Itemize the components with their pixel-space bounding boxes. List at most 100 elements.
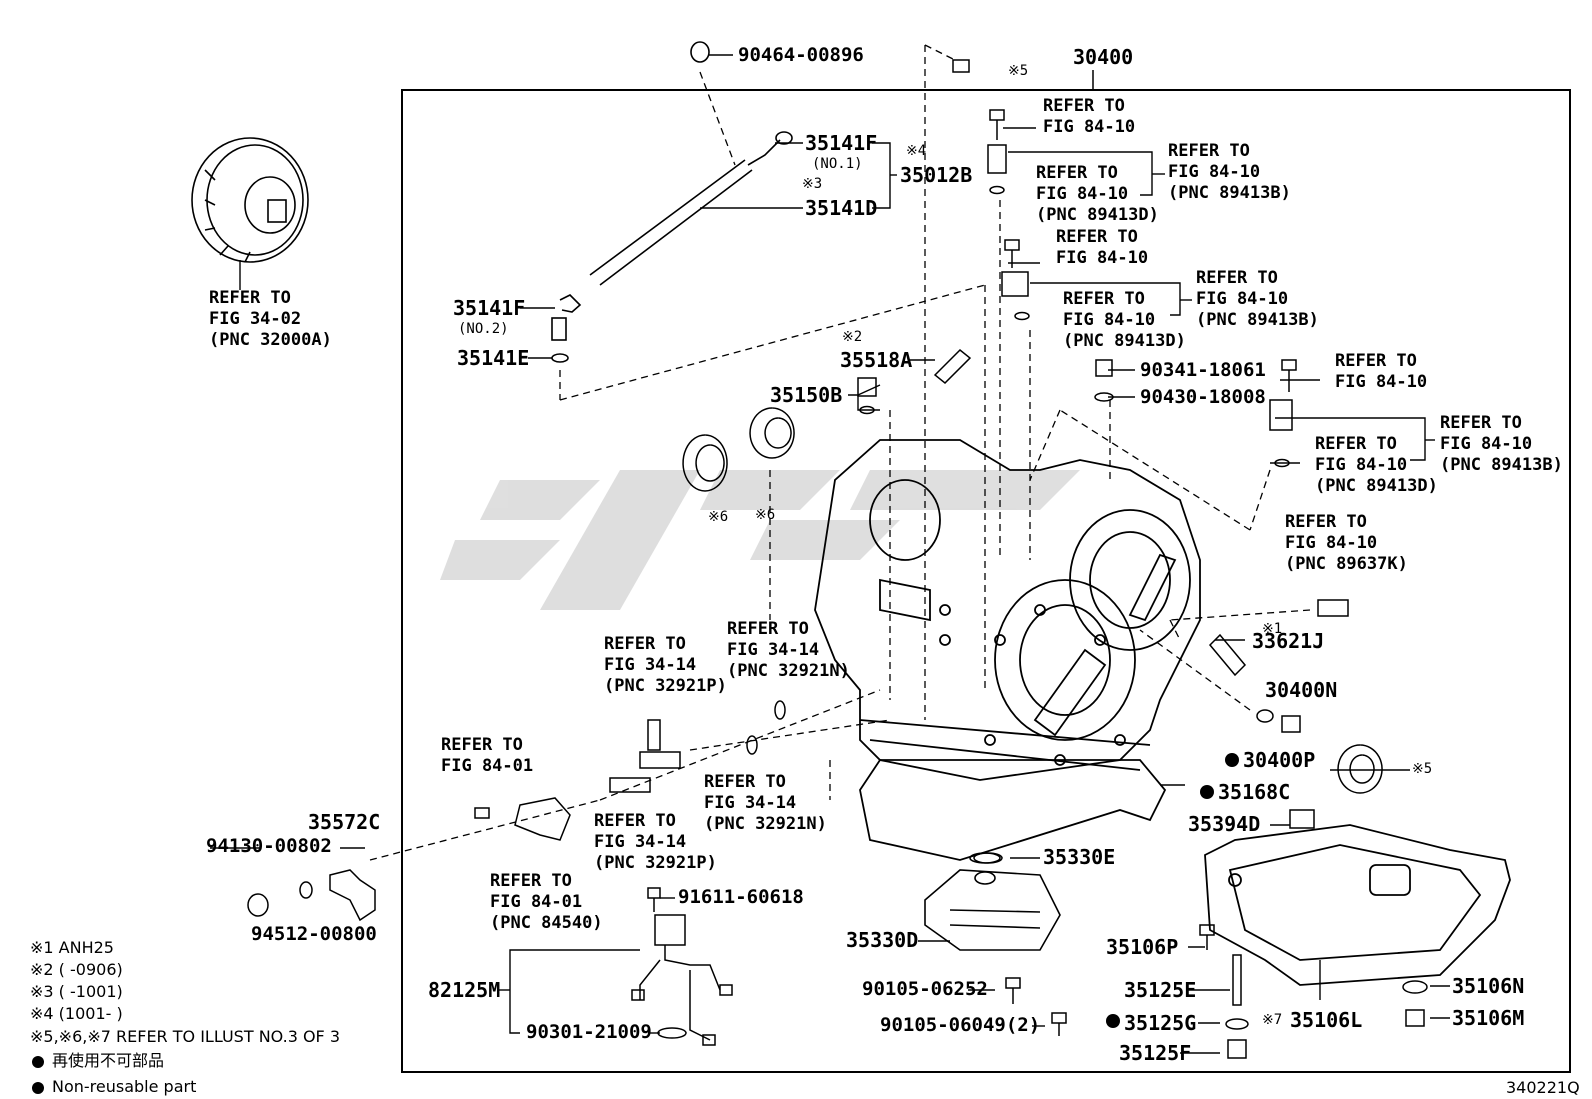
- nonreusable-dot-30400P: [1225, 753, 1239, 767]
- refer-fig-34-14-b: REFER TO FIG 34-14 (PNC 32921N): [727, 619, 850, 681]
- oil-seal-1: [682, 434, 728, 492]
- label-90430-18008: 90430-18008: [1140, 386, 1266, 408]
- mark-4: ※4: [906, 143, 927, 159]
- refer-fig-84-10-c: REFER TO FIG 84-10 (PNC 89413D): [1036, 163, 1159, 225]
- pan-gasket-drawing: [859, 759, 1167, 861]
- transaxle-case-drawing: [814, 439, 1201, 781]
- label-35330D: 35330D: [846, 928, 919, 952]
- label-35106P: 35106P: [1106, 935, 1179, 959]
- gasket-35125G: [1225, 1018, 1249, 1030]
- washer-94512: [299, 881, 313, 899]
- bolt-90105-a: [1005, 977, 1021, 989]
- label-35106L: 35106L: [1290, 1008, 1363, 1032]
- label-35572C: 35572C: [308, 810, 381, 834]
- label-35518A: 35518A: [840, 348, 913, 372]
- refer-fig-84-10-d: REFER TO FIG 84-10: [1056, 227, 1149, 268]
- label-90341-18061: 90341-18061: [1140, 359, 1266, 381]
- mark-5-a: ※5: [1008, 63, 1029, 79]
- refer-fig-84-01-a: REFER TO FIG 84-01: [441, 735, 534, 776]
- label-82125M: 82125M: [428, 978, 501, 1002]
- refer-fig-34-02: REFER TO FIG 34-02 (PNC 32000A): [209, 288, 332, 350]
- mark-6-a: ※6: [708, 509, 729, 525]
- bolt-35106P: [1199, 924, 1215, 936]
- gasket-35106N: [1402, 980, 1428, 994]
- label-35106M: 35106M: [1452, 1006, 1525, 1030]
- label-33621J: [1208, 633, 1247, 677]
- label-35518A: [933, 348, 972, 385]
- label-90464-00896: 90464-00896: [738, 44, 864, 66]
- note-4: ※4 (1001- ): [30, 1004, 123, 1023]
- bolt-3: [1281, 359, 1297, 371]
- mark-6-b: ※6: [755, 507, 776, 523]
- label-35168C: 35168C: [1218, 780, 1291, 804]
- label-35141F-no1: 35141F: [805, 131, 878, 155]
- oring-32921N-b: [746, 735, 758, 755]
- bolt-5: [952, 59, 970, 73]
- label-33621J: 33621J: [1252, 629, 1325, 653]
- note-5: ※5,※6,※7 REFER TO ILLUST NO.3 OF 3: [30, 1027, 341, 1046]
- oring-32921N-a: [774, 700, 786, 720]
- refer-fig-34-14-c: REFER TO FIG 34-14 (PNC 32921N): [704, 772, 827, 834]
- label-35330E: 35330E: [1043, 845, 1116, 869]
- refer-fig-84-10-e: REFER TO FIG 84-10 (PNC 89413B): [1196, 268, 1319, 330]
- speed-sensor-89637K: [1317, 599, 1349, 617]
- refer-fig-84-10-a: REFER TO FIG 84-10: [1043, 96, 1136, 137]
- solenoid-82125M: [654, 914, 686, 946]
- sensor-1: [987, 144, 1007, 174]
- legend-dot-2: [32, 1082, 44, 1094]
- plug-90341: [1095, 359, 1113, 377]
- legend-dot-1: [32, 1056, 44, 1068]
- label-90105-06252: 90105-06252: [862, 978, 988, 1000]
- label-35125E: 35125E: [1124, 978, 1197, 1002]
- nut-94130: [247, 893, 269, 917]
- nonreusable-dot-35168C: [1200, 785, 1214, 799]
- note-6: 再使用不可部品: [52, 1051, 165, 1070]
- oil-pan-drawing: [1204, 824, 1511, 986]
- label-35141F-no2: 35141F: [453, 296, 526, 320]
- label-94130-00802: 94130-00802: [206, 835, 332, 857]
- plug-35150B: [857, 377, 877, 397]
- cooler-pipe-drawing: [551, 41, 793, 363]
- label-35394D: 35394D: [1188, 812, 1261, 836]
- sensor-2: [1001, 271, 1029, 297]
- figure-code: 340221Q: [1506, 1078, 1580, 1097]
- bolt-84-01: [474, 807, 490, 819]
- refer-fig-34-14-d: REFER TO FIG 34-14 (PNC 32921P): [594, 811, 717, 873]
- refer-fig-84-01-b: REFER TO FIG 84-01 (PNC 84540): [490, 871, 603, 933]
- mark-3: ※3: [802, 176, 823, 192]
- refer-fig-84-10-h: REFER TO FIG 84-10 (PNC 89413B): [1440, 413, 1563, 475]
- refer-fig-84-10-j: REFER TO FIG 84-10 (PNC 89637K): [1285, 512, 1408, 574]
- refer-fig-84-10-i: REFER TO FIG 84-10 (PNC 89413D): [1315, 434, 1438, 496]
- seal-35168C: [1337, 744, 1383, 794]
- neutral-start-switch: [514, 797, 571, 841]
- label-30400: 30400: [1073, 45, 1134, 69]
- assembly-frame: [401, 89, 1571, 1073]
- label-35125G: 35125G: [1124, 1011, 1197, 1035]
- mark-2: ※2: [842, 329, 863, 345]
- label-35141D: 35141D: [805, 196, 878, 220]
- plug-30400N: [1281, 715, 1301, 733]
- label-35125F: 35125F: [1119, 1041, 1192, 1065]
- oring-90301: [657, 1027, 687, 1039]
- refer-fig-34-14-a: REFER TO FIG 34-14 (PNC 32921P): [604, 634, 727, 696]
- refer-fig-84-10-b: REFER TO FIG 84-10 (PNC 89413B): [1168, 141, 1291, 203]
- label-94512-00800: 94512-00800: [251, 923, 377, 945]
- note-7: Non-reusable part: [52, 1077, 197, 1096]
- watermark-logo: [440, 470, 1080, 610]
- mark-1: ※1: [1262, 621, 1283, 637]
- note-2: ※2 ( -0906): [30, 960, 123, 979]
- label-35106N: 35106N: [1452, 974, 1525, 998]
- magnet-35394D: [1289, 809, 1315, 829]
- label-no2: (NO.2): [458, 321, 509, 337]
- bolt-2: [1004, 239, 1020, 251]
- sensor-3: [1269, 399, 1293, 431]
- label-35141E: 35141E: [457, 346, 530, 370]
- nonreusable-dot-35125G: [1106, 1014, 1120, 1028]
- plug-35125F: [1227, 1039, 1247, 1059]
- bolt-90105-b: [1051, 1012, 1067, 1024]
- oring-35330E: [973, 852, 1003, 864]
- note-1: ※1 ANH25: [30, 938, 114, 957]
- torque-converter-drawing: [191, 137, 309, 263]
- label-30400P: 30400P: [1243, 748, 1316, 772]
- label-90301-21009: 90301-21009: [526, 1021, 652, 1043]
